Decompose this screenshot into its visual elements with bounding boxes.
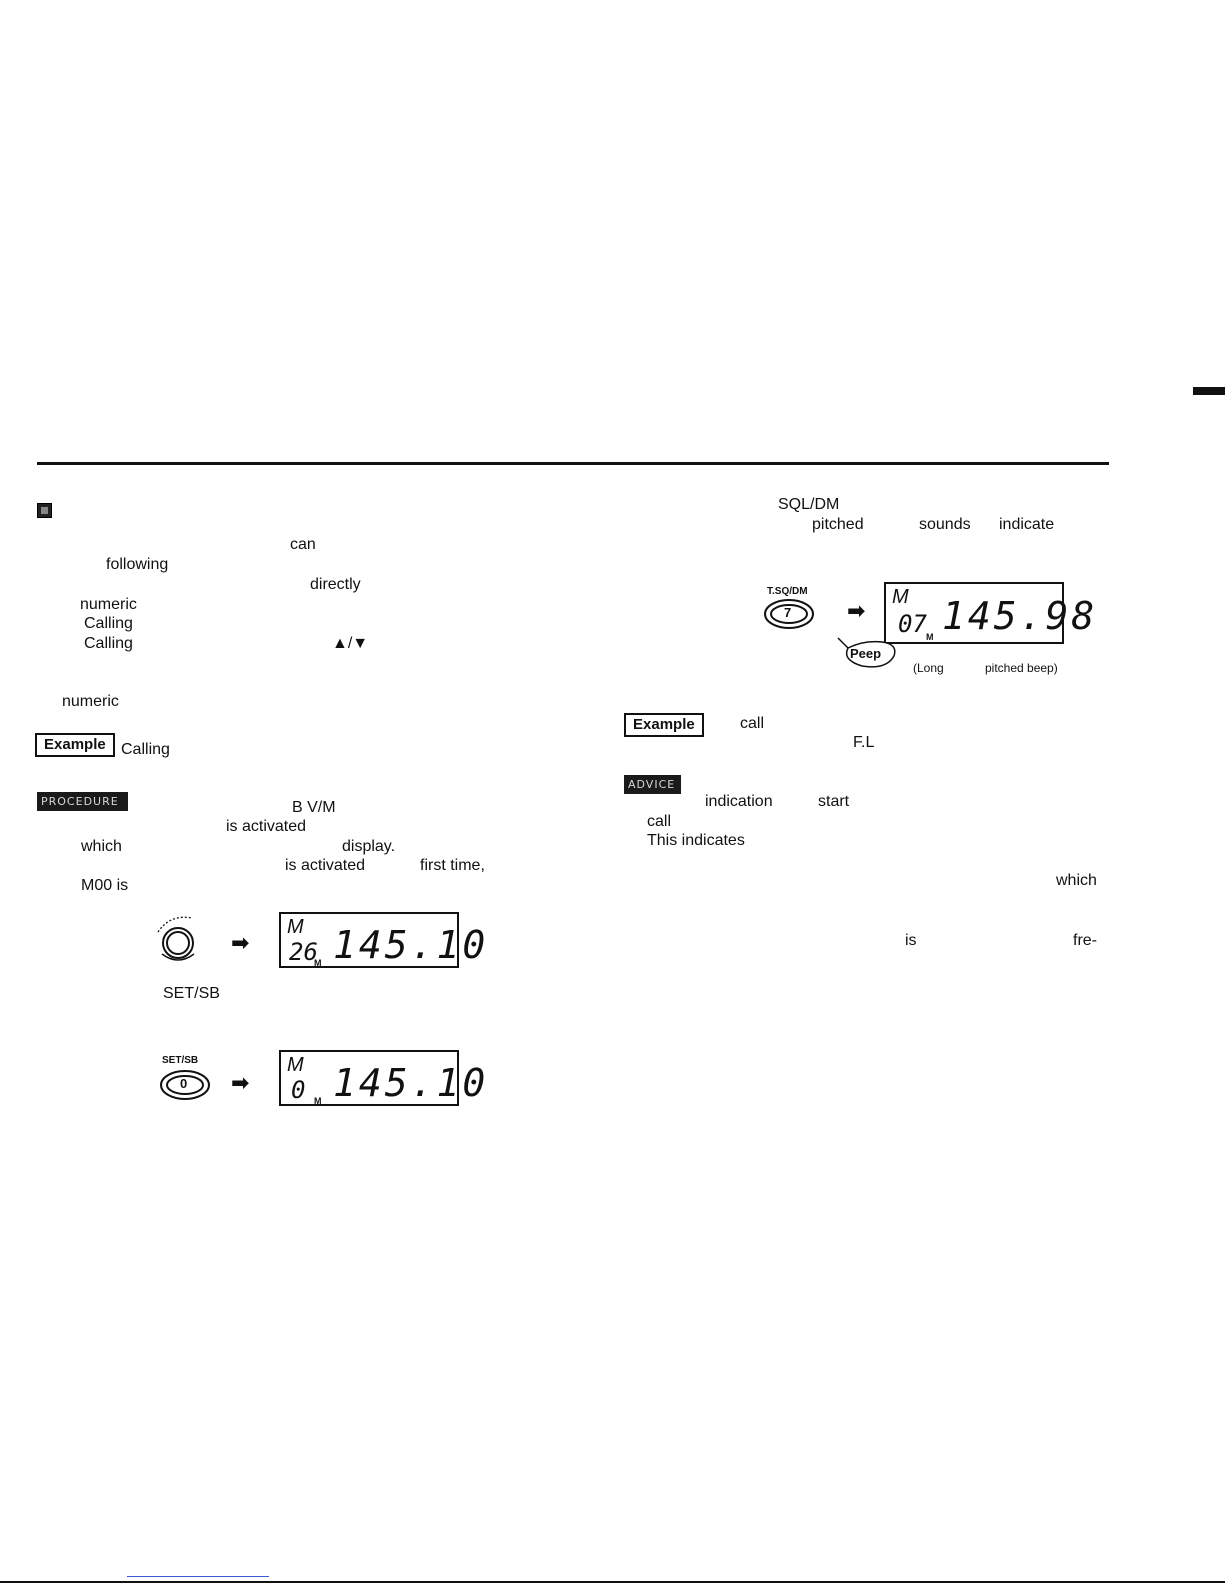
- peep-bubble: Peep: [834, 636, 902, 672]
- bvm-key-icon: [157, 916, 195, 961]
- lcd-sub-m: M: [314, 958, 322, 968]
- lcd-m-indicator: M: [287, 916, 304, 938]
- example-label-right: Example: [624, 713, 704, 737]
- right-text-fragment: which: [1056, 872, 1097, 889]
- peep-text: Peep: [850, 646, 882, 661]
- lcd-display-1: M 26 145.10 M: [279, 912, 485, 968]
- right-text-fragment: call: [740, 715, 765, 732]
- arrow-icon: ➡: [847, 598, 866, 623]
- header-rule: [37, 462, 1109, 465]
- key-digit: 7: [784, 605, 792, 620]
- lcd-m-indicator: M: [892, 586, 909, 608]
- left-text-fragment: first time,: [420, 857, 485, 874]
- beep-note-part2: pitched beep): [985, 661, 1058, 675]
- footer-rule: [0, 1581, 1225, 1583]
- lcd-channel: 07: [898, 610, 927, 638]
- lcd-frequency: 145.10: [333, 923, 489, 967]
- right-text-fragment: SQL/DM: [778, 496, 840, 513]
- set-sb-key-label: SET/SB: [162, 1055, 199, 1066]
- left-text-fragment: numeric: [80, 596, 137, 613]
- right-text-fragment: This indicates: [647, 832, 745, 849]
- left-text-fragment: following: [106, 556, 169, 573]
- oval-key-icon: [160, 1070, 210, 1100]
- left-text-fragment: which: [81, 838, 122, 855]
- lcd-m-indicator: M: [287, 1054, 304, 1076]
- arrow-icon: ➡: [231, 930, 250, 955]
- oval-key-icon: [764, 599, 814, 629]
- right-text-fragment: F.L: [853, 734, 875, 751]
- lcd-sub-m: M: [314, 1096, 322, 1106]
- left-text-fragment: display.: [342, 838, 396, 855]
- right-text-fragment: call: [647, 813, 672, 830]
- procedure-label: PROCEDURE: [37, 792, 128, 811]
- left-text-fragment: numeric: [62, 693, 119, 710]
- lcd-display-3: M 07 145.98 M: [884, 582, 1094, 644]
- section-bullet-icon: [37, 503, 52, 518]
- left-text-fragment: ▲/▼: [332, 635, 369, 652]
- lcd-display-2: M 0 145.10 M: [279, 1050, 485, 1106]
- left-text-fragment: is activated: [285, 857, 366, 874]
- tsq-dm-key[interactable]: 7: [762, 597, 816, 631]
- right-text-fragment: sounds: [919, 516, 971, 533]
- right-text-fragment: indication: [705, 793, 773, 810]
- right-text-fragment: is: [905, 932, 917, 949]
- right-text-fragment: fre-: [1073, 932, 1097, 949]
- left-text-fragment: directly: [310, 576, 361, 593]
- left-text-fragment: B V/M: [292, 799, 336, 816]
- lcd-frequency: 145.10: [333, 1061, 489, 1105]
- key-digit: 0: [180, 1076, 188, 1091]
- speech-bubble-icon: [837, 637, 896, 668]
- lcd-channel: 0: [291, 1076, 306, 1104]
- left-text-fragment: Calling: [84, 615, 133, 632]
- page-edge-tab-mark: [1193, 387, 1225, 395]
- left-text-fragment: can: [290, 536, 316, 553]
- left-text-fragment: M00 is: [81, 877, 129, 894]
- right-text-fragment: start: [818, 793, 850, 810]
- example-label-left: Example: [35, 733, 115, 757]
- arrow-icon: ➡: [231, 1070, 250, 1095]
- lcd-frequency: 145.98: [942, 594, 1098, 638]
- right-text-fragment: indicate: [999, 516, 1055, 533]
- left-text-fragment: Calling: [84, 635, 133, 652]
- footer-link-underline: [127, 1576, 269, 1577]
- bvm-ent-key[interactable]: [152, 910, 212, 962]
- set-sb-key[interactable]: 0: [158, 1068, 212, 1102]
- right-text-fragment: pitched: [812, 516, 864, 533]
- lcd-sub-m: M: [926, 632, 934, 642]
- left-text-fragment: is activated: [226, 818, 307, 835]
- beep-note-part1: (Long: [913, 661, 944, 675]
- advice-label: ADVICE: [624, 775, 681, 794]
- tsq-dm-key-label: T.SQ/DM: [767, 586, 808, 597]
- left-text-fragment: Calling: [121, 741, 170, 758]
- left-text-fragment: SET/SB: [163, 985, 220, 1002]
- lcd-channel: 26: [289, 938, 318, 966]
